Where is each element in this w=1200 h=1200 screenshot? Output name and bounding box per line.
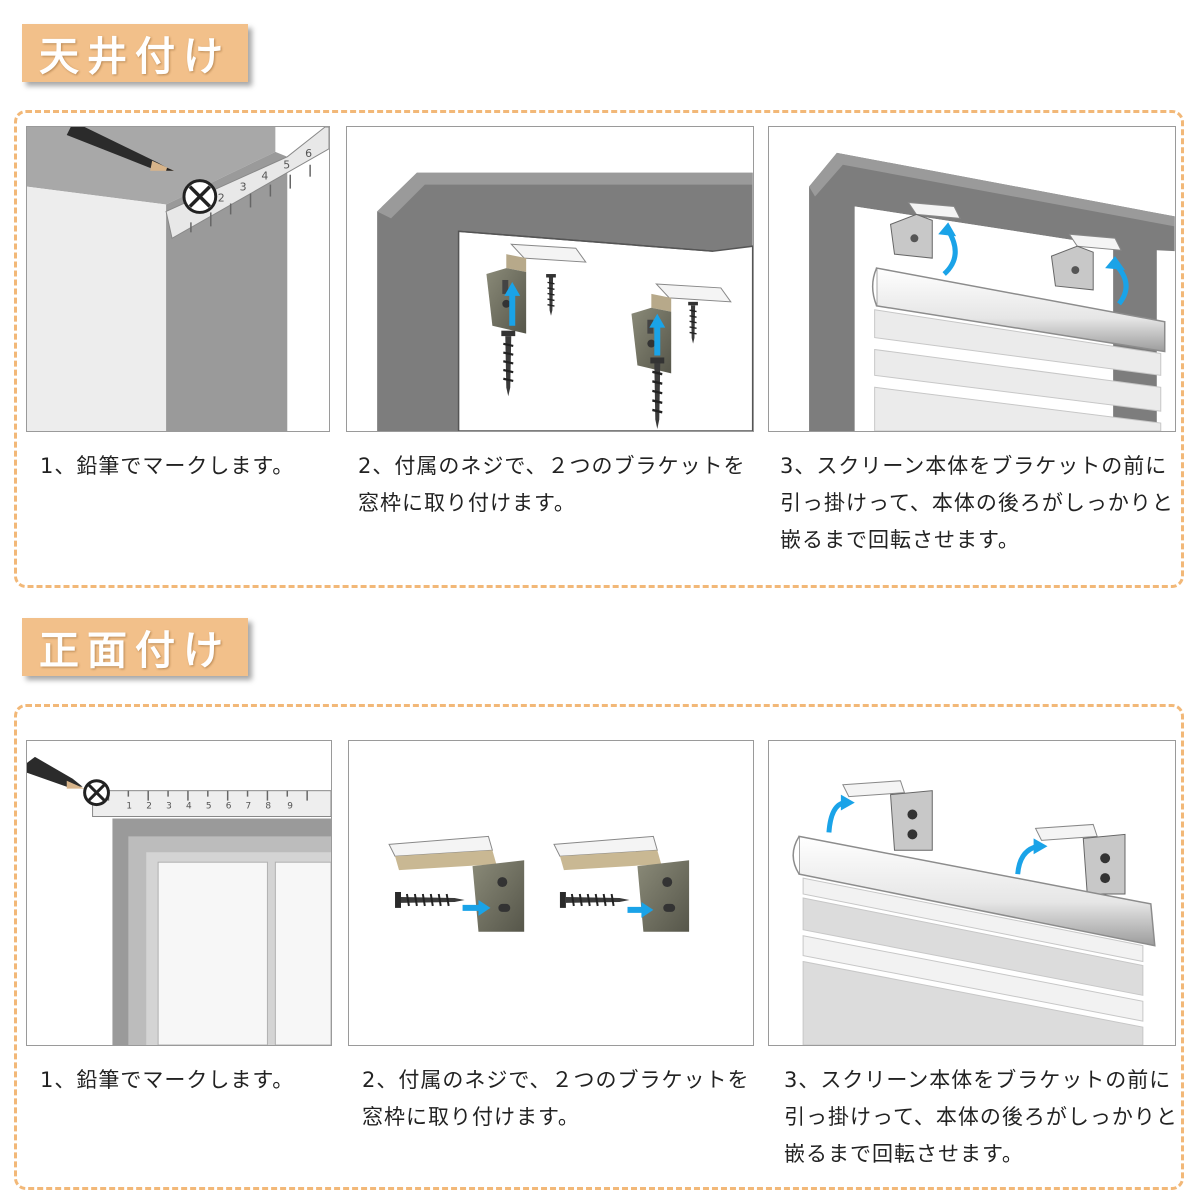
illustration-front-bracket-install: [348, 740, 754, 1046]
screw-icon: [394, 891, 466, 909]
bracket-icon: [553, 835, 690, 932]
bracket-icon: [1034, 823, 1126, 895]
ruler-number: 4: [186, 802, 192, 812]
cross-circle-mark-icon: [182, 179, 218, 214]
bracket-icon: [486, 243, 587, 334]
section-title-text: 天井付け: [39, 34, 231, 80]
illustration-front-mark: 1 2 3 4 5 6 7 8 9: [26, 740, 332, 1046]
arrow-icon: [826, 794, 855, 833]
step-caption: 3、スクリーン本体をブラケットの前に引っ掛けって、本体の後ろがしっかりと嵌るまで…: [784, 1068, 1178, 1166]
arrow-icon: [462, 899, 491, 916]
step-caption: 2、付属のネジで、２つのブラケットを窓枠に取り付けます。: [358, 454, 746, 515]
ruler-number: 3: [240, 181, 247, 194]
ruler-number: 9: [287, 802, 293, 812]
step-caption: 3、スクリーン本体をブラケットの前に引っ掛けって、本体の後ろがしっかりと嵌るまで…: [780, 454, 1174, 552]
ruler-number: 5: [206, 802, 212, 812]
ruler-number: 8: [265, 802, 271, 812]
ruler-number: 1: [126, 802, 132, 812]
ruler-number: 6: [305, 147, 312, 160]
ruler-number: 2: [146, 802, 152, 812]
bracket-icon: [1050, 233, 1122, 291]
step-caption: 1、鉛筆でマークします。: [40, 454, 295, 478]
step-caption: 2、付属のネジで、２つのブラケットを窓枠に取り付けます。: [362, 1068, 750, 1129]
ruler-number: 5: [283, 159, 290, 172]
section-title-front: 正面付け: [22, 618, 248, 676]
illustration-ceiling-screen-hang: [768, 126, 1176, 432]
pencil-icon: [27, 756, 85, 789]
arrow-icon: [649, 313, 666, 356]
arrow-icon: [938, 222, 958, 276]
ruler-number: 7: [246, 802, 252, 812]
cross-circle-mark-icon: [83, 779, 110, 807]
ruler-number: 2: [218, 192, 225, 205]
arrow-icon: [504, 281, 521, 326]
section-frame-front: [14, 704, 1184, 1190]
illustration-front-screen-hang: [768, 740, 1176, 1046]
ruler-number: 4: [261, 170, 268, 183]
ruler-number: 6: [226, 802, 232, 812]
section-title-ceiling: 天井付け: [22, 24, 248, 82]
arrow-icon: [627, 901, 654, 918]
arrow-icon: [1015, 838, 1048, 875]
screw-icon: [558, 891, 631, 909]
arrow-icon: [1105, 256, 1129, 306]
illustration-ceiling-mark: 6 5 4 3 2: [26, 126, 330, 432]
bracket-icon: [388, 835, 525, 932]
section-title-text: 正面付け: [39, 628, 231, 674]
section-frame-ceiling: [14, 110, 1184, 588]
step-caption: 1、鉛筆でマークします。: [40, 1068, 295, 1092]
pencil-icon: [66, 127, 175, 171]
bracket-icon: [889, 201, 961, 259]
illustration-ceiling-bracket-install: [346, 126, 754, 432]
bracket-icon: [842, 780, 933, 851]
ruler-number: 3: [166, 802, 172, 812]
